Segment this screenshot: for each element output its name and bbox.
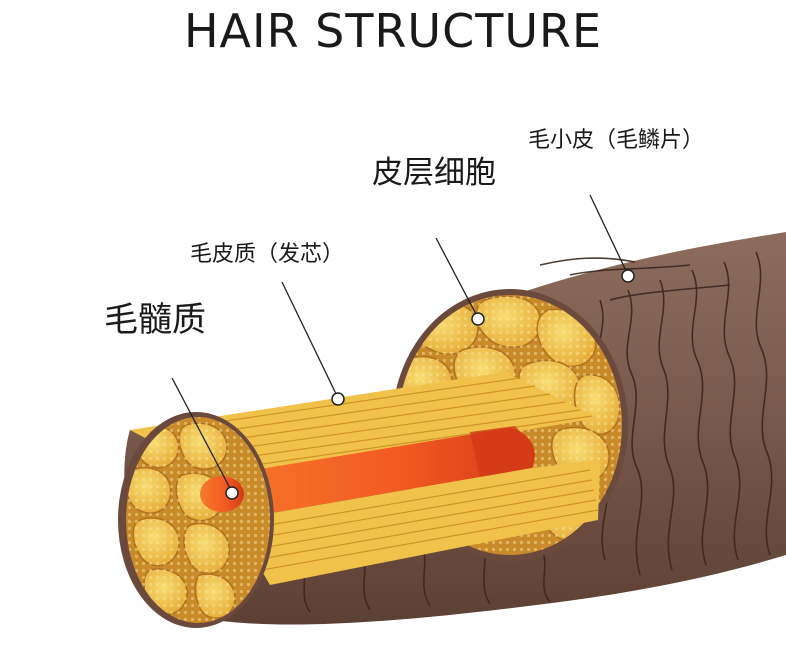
label-cortex-cells: 皮层细胞: [372, 155, 496, 191]
near-section-cortex-cells: [126, 417, 270, 623]
cortex-fibers-bottom: [232, 460, 600, 585]
pointer-lines: [171, 194, 629, 493]
label-cortex: 毛皮质（发芯）: [190, 242, 345, 267]
label-medulla: 毛髓质: [104, 300, 206, 340]
pointer-dots: [225, 269, 635, 500]
cortex-fiber-lines-bottom: [239, 469, 599, 571]
label-cuticle: 毛小皮（毛鳞片）: [528, 128, 705, 153]
medulla-core: [203, 428, 535, 520]
diagram-title: HAIR STRUCTURE: [183, 4, 603, 58]
